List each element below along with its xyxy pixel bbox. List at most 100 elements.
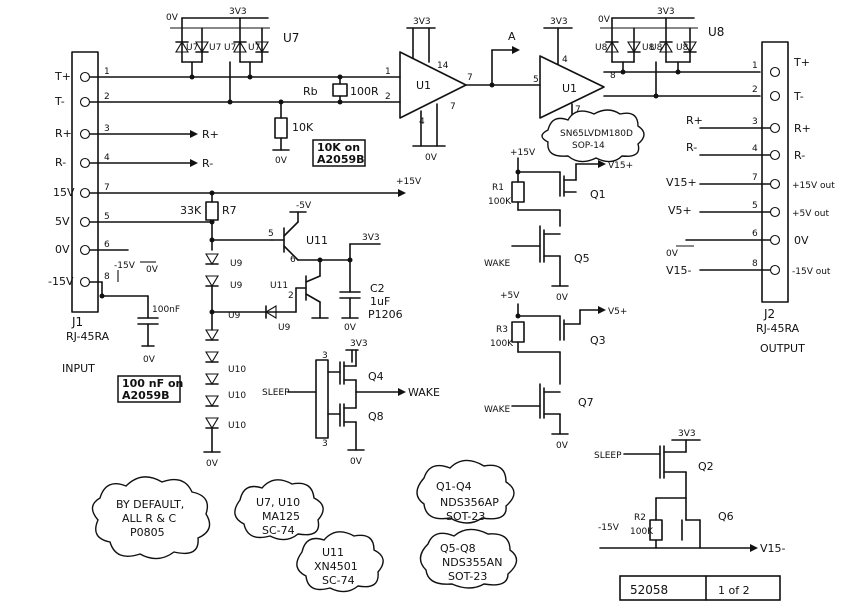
cloud-default-l2: ALL R & C [122, 512, 176, 525]
sheet-number: 1 of 2 [718, 584, 750, 597]
cloud-u11-l2: XN4501 [314, 560, 358, 573]
j2-pin-num-2: 2 [752, 85, 758, 95]
c2-value: 1uF [370, 295, 390, 308]
u1-part-pkg: SOP-14 [572, 141, 605, 151]
u1-receiver: 3V3 U1 1 2 14 4 7 7 0V A [385, 17, 541, 163]
q1-out: V15+ [608, 161, 633, 171]
j1-pin-label-8: -15V [48, 275, 74, 288]
q1-ref: Q1 [590, 188, 606, 201]
rb-resistor: Rb 100R [303, 74, 379, 105]
j1-pin-label-7: 15V [53, 186, 75, 199]
rb-ref: Rb [303, 85, 318, 98]
u11-lbl-b: U11 [270, 281, 288, 291]
u8-diode-array: 3V3 0V U8 U8 U8 U8 U8 [595, 7, 724, 99]
note-10k-line1: 10K on [317, 141, 360, 154]
j2-pin-num-8: 8 [752, 259, 758, 269]
j1-pin-label-4: R- [55, 156, 66, 169]
net-r-minus: R- [202, 157, 213, 170]
rb-value: 100R [350, 85, 379, 98]
j1-pin-num-8: 8 [104, 272, 110, 282]
j2-net-3: R+ [686, 114, 703, 127]
neg5v-label: -5V [296, 201, 312, 211]
q6-out: V15- [760, 542, 786, 555]
title-block: 52058 1 of 2 [619, 575, 781, 601]
j1-pin-num-2: 2 [104, 92, 110, 102]
cloud-u7u10-l3: SC-74 [262, 524, 295, 537]
q7-ref: Q7 [578, 396, 594, 409]
cloud-default-l3: P0805 [130, 526, 165, 539]
q5-ref: Q5 [574, 252, 590, 265]
u1a-supply: 3V3 [413, 17, 431, 27]
j1-pin-label-2: T- [54, 95, 65, 108]
j2-net-4: R- [686, 141, 697, 154]
q4-in-label: SLEEP [262, 388, 290, 398]
j2-pin-label-2: T- [793, 90, 804, 103]
j2-pin-num-3: 3 [752, 117, 758, 127]
r2-value: 100K [630, 527, 654, 537]
j2-pin-label-4: R- [794, 149, 805, 162]
q7-gate: WAKE [484, 405, 510, 415]
q3-ref: Q3 [590, 334, 606, 347]
net-15v: +15V [396, 177, 422, 187]
j2-net-8: V15- [666, 264, 692, 277]
u1b-pin-5: 5 [533, 75, 539, 85]
j2-ref: J2 [763, 307, 775, 321]
c2-pkg: P1206 [368, 308, 403, 321]
q1-q5-switch: +15V R1 100K V15+ Q1 0V WAKE Q5 [484, 148, 633, 303]
cloud-u7-u10: U7, U10 MA125 SC-74 [234, 479, 324, 541]
cloud-default-l1: BY DEFAULT, [116, 498, 184, 511]
u10-lbl-c: U10 [228, 421, 246, 431]
q2-q6-switch: 3V3 SLEEP Q2 V15- -15V R2 100K Q6 [594, 429, 786, 555]
u1b-pin-7: 7 [575, 105, 581, 115]
cloud-u7u10-l1: U7, U10 [256, 496, 300, 509]
q4-q8-inverter: 3V3 SLEEP 3 3 WAKE Q4 0V Q8 [262, 339, 440, 467]
j1-pin-label-6: 0V [55, 243, 70, 256]
j1-pin-num-7: 7 [104, 183, 110, 193]
q6-ref: Q6 [718, 510, 734, 523]
c-in-value: 100nF [152, 305, 180, 315]
u1b-ref: U1 [562, 82, 577, 95]
u1a-pin-7: 7 [450, 102, 456, 112]
u1b-supply: 3V3 [550, 17, 568, 27]
u9-lbl-d: U9 [278, 323, 291, 333]
u1a-pin-3: 7 [467, 73, 473, 83]
note-100nf-line1: 100 nF on [122, 377, 183, 390]
j1-caption: INPUT [62, 362, 95, 375]
u1a-ref: U1 [416, 79, 431, 92]
u7-lbl-d: U7 [248, 43, 260, 53]
cloud-u11: U11 XN4501 SC-74 [296, 531, 384, 593]
q4-pin-3: 3 [322, 351, 328, 361]
cloud-q1q4-l1: Q1-Q4 [436, 480, 472, 493]
j2-connector: T+ T- R+ R- +15V out +5V out 0V -15V out… [666, 41, 835, 355]
drawing-number: 52058 [630, 583, 668, 597]
u8-ref: U8 [708, 25, 724, 39]
q2-in: SLEEP [594, 451, 622, 461]
q5-gnd: 0V [556, 293, 569, 303]
cloud-q5-q8: Q5-Q8 NDS355AN SOT-23 [419, 528, 518, 589]
q4-supply: 3V3 [350, 339, 368, 349]
note-100nf-box: 100 nF on A2059B [117, 375, 183, 403]
q7-gnd: 0V [556, 441, 569, 451]
j1-pin-num-4: 4 [104, 153, 110, 163]
u8-lbl-c: U8 [650, 43, 663, 53]
q4-ref: Q4 [368, 370, 384, 383]
stack-gnd: 0V [206, 459, 219, 469]
j1-pin-label-1: T+ [54, 70, 71, 83]
j2-pin-label-3: R+ [794, 122, 811, 135]
u1b-pin-4: 4 [562, 55, 568, 65]
u1b-pin-8: 8 [610, 71, 616, 81]
r1-value: 100K [488, 197, 512, 207]
net-r-plus: R+ [202, 128, 219, 141]
cloud-default: BY DEFAULT, ALL R & C P0805 [91, 476, 211, 560]
u11-pin-5: 5 [268, 229, 274, 239]
q3-out: V5+ [608, 307, 627, 317]
j2-pin-label-8: -15V out [792, 267, 831, 277]
j1-pin-num-5: 5 [104, 212, 110, 222]
u11-pin-6: 6 [290, 255, 296, 265]
j2-pin-num-1: 1 [752, 61, 758, 71]
u1-driver: 3V3 U1 5 4 7 8 [533, 17, 761, 119]
r3-value: 100K [490, 339, 514, 349]
j1-pin-num-1: 1 [104, 67, 110, 77]
j1-connector: T+ T- R+ R- 15V 5V 0V -15V 1 2 3 4 7 5 6… [48, 51, 110, 375]
